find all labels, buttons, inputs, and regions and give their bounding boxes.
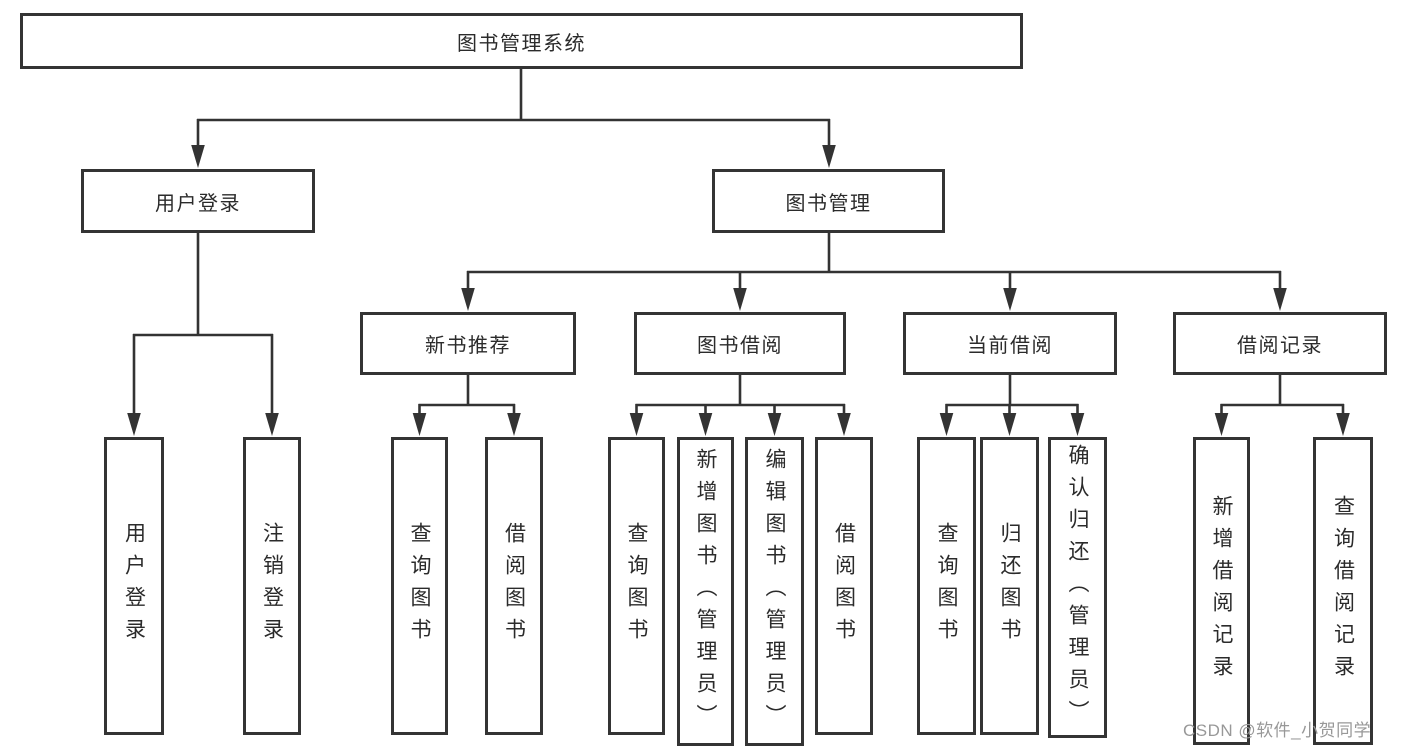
leaf-query-books-newbooks: 查询图书 bbox=[391, 437, 448, 735]
node-new-book-recommendation: 新书推荐 bbox=[360, 312, 576, 375]
leaf-borrow-books-borrowing: 借阅图书 bbox=[815, 437, 873, 735]
leaf-label: 查询借阅记录 bbox=[1331, 495, 1355, 687]
leaf-label: 借阅图书 bbox=[502, 522, 526, 650]
leaf-label: 查询图书 bbox=[625, 522, 648, 650]
leaf-logout: 注销登录 bbox=[243, 437, 301, 735]
node-book-borrowing: 图书借阅 bbox=[634, 312, 846, 375]
node-label: 当前借阅 bbox=[967, 335, 1053, 357]
arrowhead-icons bbox=[127, 145, 1350, 436]
node-book-management: 图书管理 bbox=[712, 169, 945, 233]
leaf-label: 新增借阅记录 bbox=[1210, 495, 1233, 687]
node-borrow-records: 借阅记录 bbox=[1173, 312, 1387, 375]
node-label: 图书借阅 bbox=[697, 335, 783, 357]
leaf-query-books-borrowing: 查询图书 bbox=[608, 437, 665, 735]
node-user-login: 用户登录 bbox=[81, 169, 315, 233]
leaf-borrow-books-newbooks: 借阅图书 bbox=[485, 437, 543, 735]
leaf-label: 查询图书 bbox=[935, 522, 958, 650]
leaf-query-borrow-record: 查询借阅记录 bbox=[1313, 437, 1373, 745]
leaf-add-books-admin: 新增图书（管理员） bbox=[677, 437, 734, 746]
leaf-user-login: 用户登录 bbox=[104, 437, 164, 735]
node-label: 借阅记录 bbox=[1237, 335, 1323, 357]
leaf-label: 确认归还（管理员） bbox=[1066, 443, 1089, 732]
leaf-add-borrow-record: 新增借阅记录 bbox=[1193, 437, 1250, 745]
leaf-return-books: 归还图书 bbox=[980, 437, 1039, 735]
csdn-watermark: CSDN @软件_小贺同学 bbox=[1183, 721, 1372, 740]
node-library-management-system: 图书管理系统 bbox=[20, 13, 1023, 69]
leaf-edit-books-admin: 编辑图书（管理员） bbox=[745, 437, 804, 746]
node-current-borrowing: 当前借阅 bbox=[903, 312, 1117, 375]
leaf-label: 注销登录 bbox=[260, 522, 284, 650]
node-label: 图书管理系统 bbox=[457, 32, 586, 55]
leaf-query-books-current: 查询图书 bbox=[917, 437, 976, 735]
leaf-label: 新增图书（管理员） bbox=[694, 447, 717, 736]
leaf-label: 借阅图书 bbox=[832, 522, 856, 650]
node-label: 新书推荐 bbox=[425, 335, 511, 357]
leaf-label: 查询图书 bbox=[408, 522, 431, 650]
leaf-label: 归还图书 bbox=[998, 522, 1021, 650]
node-label: 用户登录 bbox=[155, 192, 241, 215]
leaf-label: 编辑图书（管理员） bbox=[763, 447, 786, 736]
node-label: 图书管理 bbox=[785, 192, 872, 215]
leaf-label: 用户登录 bbox=[122, 522, 146, 650]
leaf-confirm-return-admin: 确认归还（管理员） bbox=[1048, 437, 1107, 738]
